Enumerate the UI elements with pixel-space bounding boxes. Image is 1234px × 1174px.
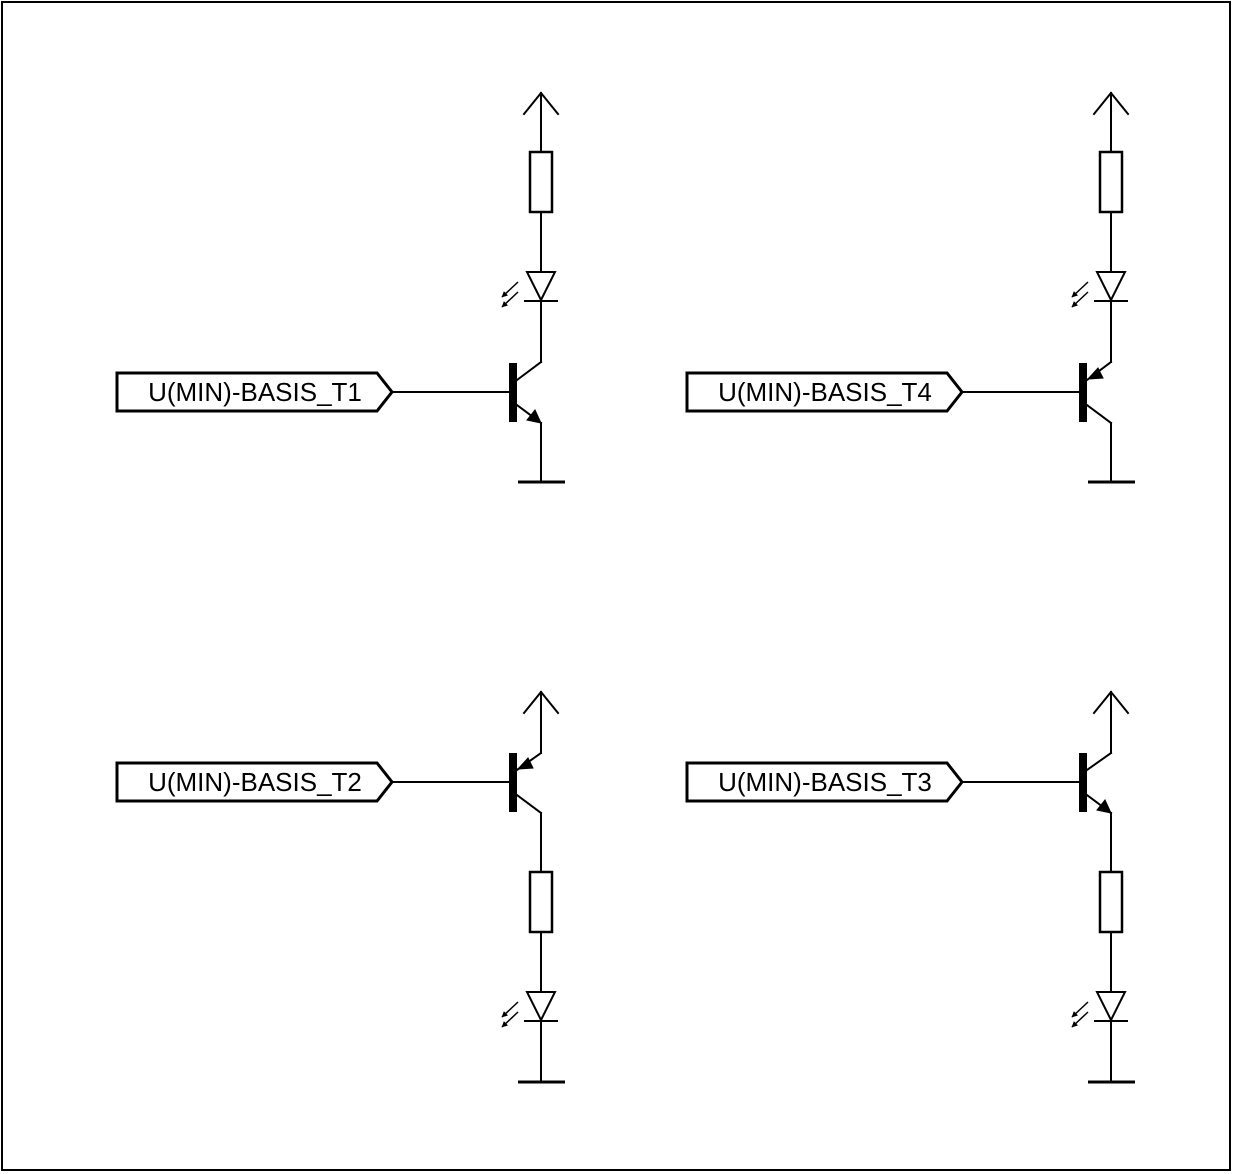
input-port-t2: U(MIN)-BASIS_T2 [115,761,394,803]
resistor-icon [1098,150,1124,214]
pnp-transistor-icon [1079,360,1113,425]
circuit-t3: U(MIN)-BASIS_T3 [685,690,1135,1084]
led-icon [501,991,558,1028]
input-port-t1: U(MIN)-BASIS_T1 [115,371,394,413]
resistor-icon [1098,870,1124,934]
pnp-transistor-icon [509,751,543,815]
input-port-t4: U(MIN)-BASIS_T4 [685,371,964,413]
circuit-t4: U(MIN)-BASIS_T4 [685,91,1135,484]
port-label-t3: U(MIN)-BASIS_T3 [718,767,932,797]
supply-arrow-icon [1092,690,1130,754]
circuit-t2: U(MIN)-BASIS_T2 [115,690,565,1084]
port-label-t4: U(MIN)-BASIS_T4 [718,377,932,407]
circuit-t1: U(MIN)-BASIS_T1 [115,91,565,484]
supply-arrow-icon [1092,91,1130,153]
supply-arrow-icon [522,91,560,153]
port-label-t1: U(MIN)-BASIS_T1 [148,377,362,407]
supply-arrow-icon [522,690,560,754]
npn-transistor-icon [1079,751,1113,815]
port-label-t2: U(MIN)-BASIS_T2 [148,767,362,797]
resistor-icon [528,150,554,214]
npn-transistor-icon [509,360,543,425]
led-icon [1071,271,1128,308]
resistor-icon [528,870,554,934]
input-port-t3: U(MIN)-BASIS_T3 [685,761,964,803]
